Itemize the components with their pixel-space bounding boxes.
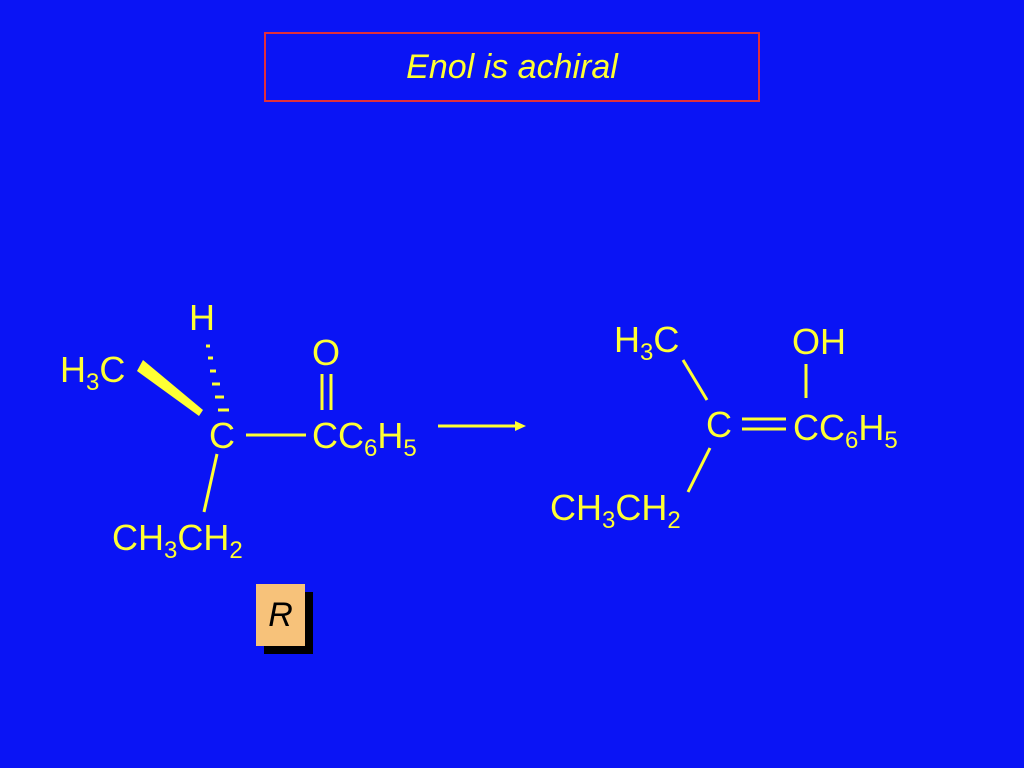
ketone-ethyl-bond: [202, 453, 219, 513]
ketone-ethyl-label: CH3CH2: [112, 517, 243, 564]
enol-ethyl-label: CH3CH2: [550, 487, 681, 534]
enol-hydroxyl-label: OH: [792, 321, 846, 362]
enol-ethyl-bond: [686, 447, 712, 493]
enol-methyl-label: H3C: [614, 319, 679, 366]
ketone-phenyl-carbon-label: CC6H5: [312, 415, 417, 462]
ketone-carbonyl-oxygen-label: O: [312, 332, 340, 373]
ketone-wedge-bond: [137, 360, 203, 416]
ketone-hashed-bond: [206, 344, 229, 412]
enol-phenyl-carbon-label: CC6H5: [793, 407, 898, 454]
enol-methyl-bond: [681, 359, 709, 401]
title-box: Enol is achiral: [264, 32, 760, 102]
slide-title: Enol is achiral: [406, 47, 618, 86]
ketone-h-label: H: [189, 297, 215, 338]
configuration-label: R: [268, 595, 293, 634]
configuration-badge: R: [256, 584, 305, 646]
ketone-methyl-label: H3C: [60, 349, 125, 396]
enol-center-carbon-label: C: [706, 404, 732, 445]
reaction-arrow-head: [515, 421, 526, 431]
ketone-center-carbon-label: C: [209, 415, 235, 456]
